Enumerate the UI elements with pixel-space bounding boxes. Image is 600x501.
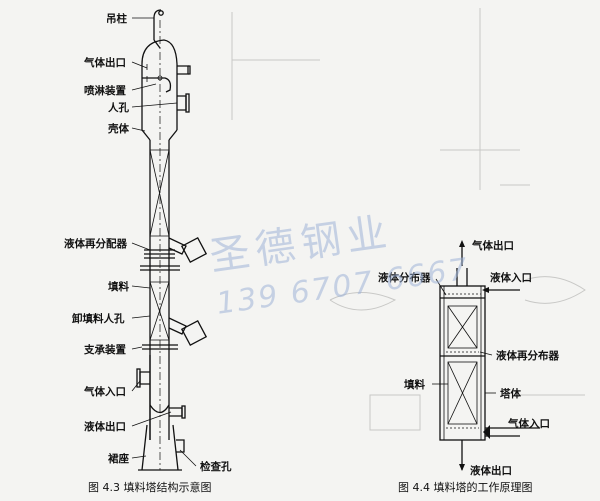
left-labels: 吊柱 气体出口 喷淋装置 人孔 壳体 液体再分配器 填料 卸填料人孔 支承装置 … bbox=[64, 12, 232, 473]
caption-figure-4-3: 图 4.3 填料塔结构示意图 bbox=[88, 480, 212, 494]
label-liquid-outlet-right: 液体出口 bbox=[470, 464, 512, 477]
label-lifting-post: 吊柱 bbox=[106, 12, 127, 25]
label-packing-right: 填料 bbox=[404, 378, 425, 391]
label-packing: 填料 bbox=[108, 280, 129, 293]
background-ghost-lines bbox=[231, 8, 586, 431]
label-unloading-manhole: 卸填料人孔 bbox=[72, 312, 125, 325]
label-gas-outlet: 气体出口 bbox=[83, 56, 126, 69]
label-gas-inlet-left: 气体入口 bbox=[83, 385, 126, 398]
label-skirt: 裙座 bbox=[108, 452, 129, 465]
label-liquid-redistributor: 液体再分配器 bbox=[64, 237, 127, 250]
caption-figure-4-4: 图 4.4 填料塔的工作原理图 bbox=[398, 480, 533, 494]
label-manhole: 人孔 bbox=[108, 101, 129, 114]
label-tower-body: 塔体 bbox=[500, 387, 521, 400]
label-liquid-redistributor-right: 液体再分布器 bbox=[496, 349, 559, 362]
watermark: 圣德钢业 139 6707 6667 bbox=[207, 209, 472, 322]
label-gas-inlet-right: 气体入口 bbox=[507, 417, 550, 430]
label-liquid-inlet: 液体入口 bbox=[490, 271, 532, 284]
label-liquid-outlet-left: 液体出口 bbox=[84, 420, 126, 433]
label-inspection-hole: 检查孔 bbox=[200, 460, 232, 473]
arrow-up-gas-outlet bbox=[459, 240, 465, 247]
label-spray-device: 喷淋装置 bbox=[84, 84, 126, 97]
label-shell: 壳体 bbox=[107, 122, 129, 135]
label-support-device: 支承装置 bbox=[83, 343, 126, 356]
label-liquid-distributor: 液体分布器 bbox=[378, 271, 431, 284]
working-principle-diagram bbox=[432, 240, 540, 471]
label-gas-outlet-right: 气体出口 bbox=[471, 239, 514, 252]
right-labels: 气体出口 液体分布器 液体入口 液体再分布器 填料 塔体 气体入口 液体出口 bbox=[378, 239, 559, 477]
packed-tower-structure bbox=[131, 9, 208, 471]
